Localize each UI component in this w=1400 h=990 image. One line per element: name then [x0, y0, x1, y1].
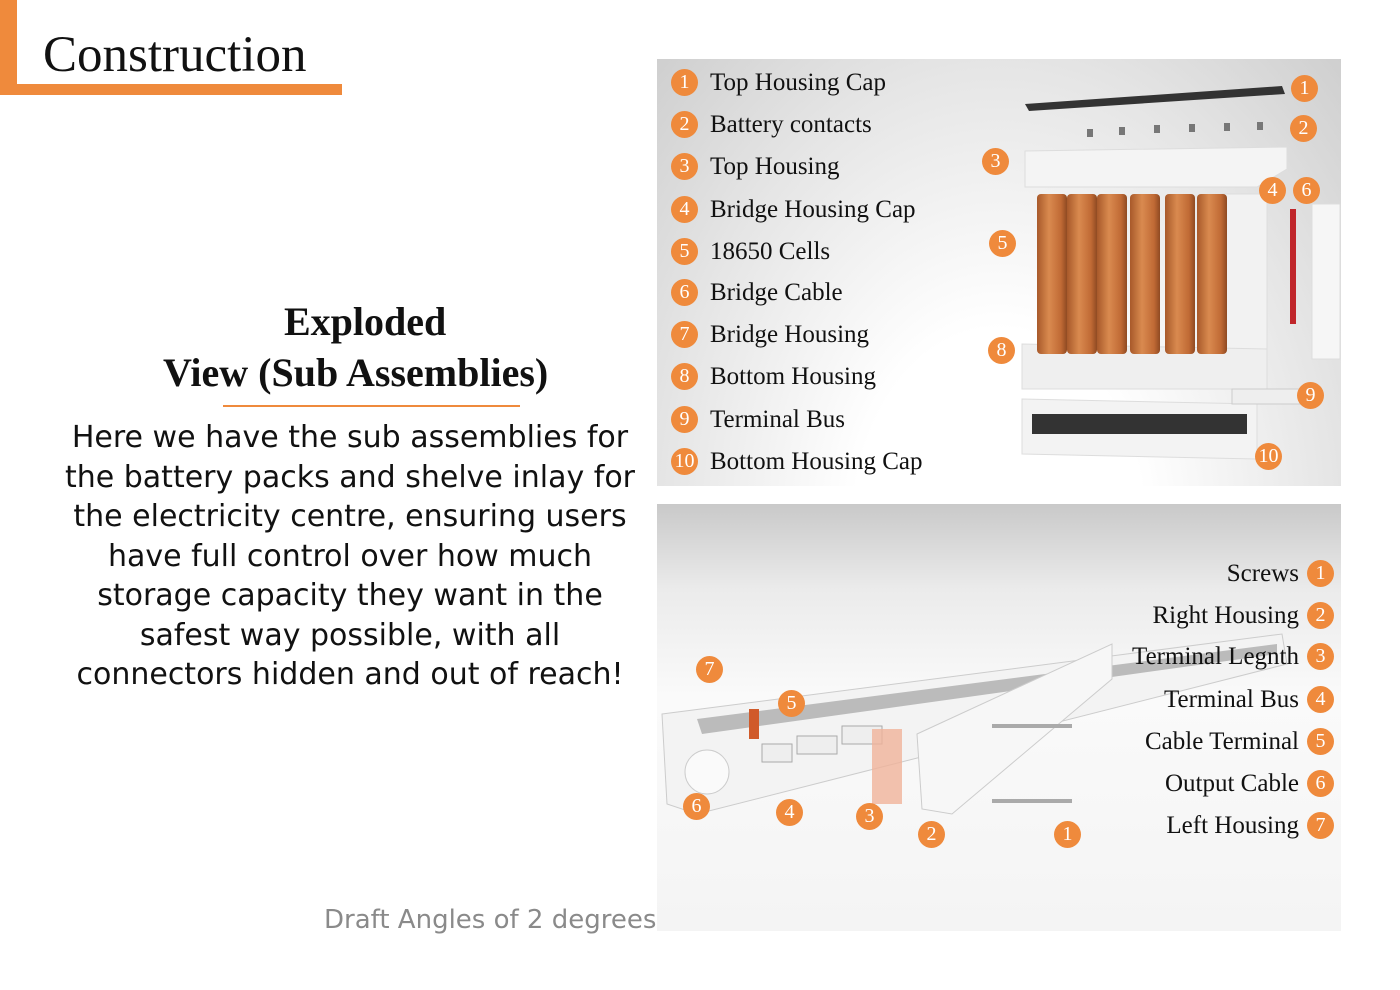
callout-badge: 5	[778, 690, 805, 717]
number-badge: 5	[671, 238, 698, 265]
legend-item: Screws 1	[1227, 560, 1334, 587]
legend-item: Terminal Bus 4	[1164, 686, 1334, 713]
shelf-inlay-illustration	[661, 633, 1288, 815]
callout-badge: 4	[776, 799, 803, 826]
callout-badge: 9	[1297, 382, 1324, 409]
legend-label: Cable Terminal	[1145, 727, 1299, 755]
number-badge: 3	[1307, 643, 1334, 670]
callout-badge: 1	[1054, 821, 1081, 848]
number-badge: 5	[1307, 728, 1334, 755]
section-heading-line2: View (Sub Assemblies)	[163, 350, 549, 395]
legend-label: Top Housing Cap	[710, 68, 887, 96]
legend-label: Terminal Bus	[710, 405, 846, 433]
legend-item: 10 Bottom Housing Cap	[671, 448, 923, 475]
legend-item: Left Housing 7	[1166, 812, 1334, 839]
number-badge: 7	[671, 321, 698, 348]
page-title: Construction	[43, 27, 307, 83]
legend-label: Terminal Legnth	[1132, 642, 1299, 670]
cell-shape	[1165, 194, 1195, 354]
number-badge: 10	[671, 448, 698, 475]
legend-item: 4 Bridge Housing Cap	[671, 196, 916, 223]
number-badge: 8	[671, 363, 698, 390]
number-badge: 3	[671, 153, 698, 180]
legend-label: Output Cable	[1164, 769, 1299, 797]
legend-label: Bottom Housing Cap	[710, 447, 923, 475]
legend-item: 5 18650 Cells	[671, 238, 830, 265]
legend-label: Bridge Housing	[710, 320, 870, 348]
legend-item: 2 Battery contacts	[671, 111, 872, 138]
callout-badge: 3	[982, 148, 1009, 175]
legend-label: Right Housing	[1152, 601, 1299, 629]
legend-item: 8 Bottom Housing	[671, 363, 876, 390]
top-housing-shape	[1024, 146, 1288, 188]
accent-bar-vertical	[0, 0, 17, 95]
legend-label: Top Housing	[710, 152, 840, 180]
cell-shape	[1097, 194, 1127, 354]
number-badge: 6	[1307, 770, 1334, 797]
legend-item: Terminal Legnth 3	[1132, 643, 1334, 670]
legend-label: Bridge Housing Cap	[710, 195, 916, 223]
legend-item: Right Housing 2	[1152, 602, 1334, 629]
legend-item: Cable Terminal 5	[1145, 728, 1334, 755]
section-heading-line1: Exploded	[284, 299, 447, 344]
number-badge: 1	[671, 69, 698, 96]
callout-badge: 4	[1259, 177, 1286, 204]
legend-label: Battery contacts	[710, 110, 872, 138]
callout-badge: 6	[1293, 177, 1320, 204]
legend-item: 7 Bridge Housing	[671, 321, 869, 348]
battery-pack-render: 1 Top Housing Cap 2 Battery contacts 3 Top …	[657, 59, 1341, 486]
footnote: Draft Angles of 2 degrees	[324, 905, 657, 935]
legend-item: 9 Terminal Bus	[671, 406, 845, 433]
callout-badge: 1	[1291, 75, 1318, 102]
right-housing-shape	[916, 643, 1113, 815]
description-text: Here we have the sub assemblies for the …	[64, 420, 636, 692]
cell-shape	[1197, 194, 1227, 354]
legend-label: Left Housing	[1166, 811, 1299, 839]
legend-item: Output Cable 6	[1165, 770, 1334, 797]
number-badge: 4	[671, 196, 698, 223]
legend-label: Bridge Cable	[710, 278, 843, 306]
number-badge: 1	[1307, 560, 1334, 587]
legend-item: 6 Bridge Cable	[671, 279, 843, 306]
number-badge: 2	[1307, 602, 1334, 629]
cell-shape	[1037, 194, 1067, 354]
number-badge: 9	[671, 406, 698, 433]
number-badge: 6	[671, 279, 698, 306]
callout-badge: 10	[1255, 443, 1282, 470]
legend-item: 3 Top Housing	[671, 153, 840, 180]
callout-badge: 6	[683, 793, 710, 820]
number-badge: 4	[1307, 686, 1334, 713]
heading-underline	[223, 405, 520, 407]
top-housing-cap-shape	[1025, 86, 1285, 111]
accent-bar-horizontal	[0, 84, 342, 95]
callout-badge: 7	[696, 656, 723, 683]
callout-badge: 8	[988, 337, 1015, 364]
legend-label: Screws	[1226, 559, 1299, 587]
legend-label: 18650 Cells	[710, 237, 831, 265]
callout-badge: 3	[856, 803, 883, 830]
cell-shape	[1130, 194, 1160, 354]
number-badge: 7	[1307, 812, 1334, 839]
callout-badge: 5	[989, 230, 1016, 257]
callout-badge: 2	[918, 821, 945, 848]
callout-badge: 2	[1290, 115, 1317, 142]
number-badge: 2	[671, 111, 698, 138]
legend-item: 1 Top Housing Cap	[671, 69, 886, 96]
legend-label: Bottom Housing	[710, 362, 876, 390]
legend-label: Terminal Bus	[1163, 685, 1299, 713]
cell-shape	[1067, 194, 1097, 354]
